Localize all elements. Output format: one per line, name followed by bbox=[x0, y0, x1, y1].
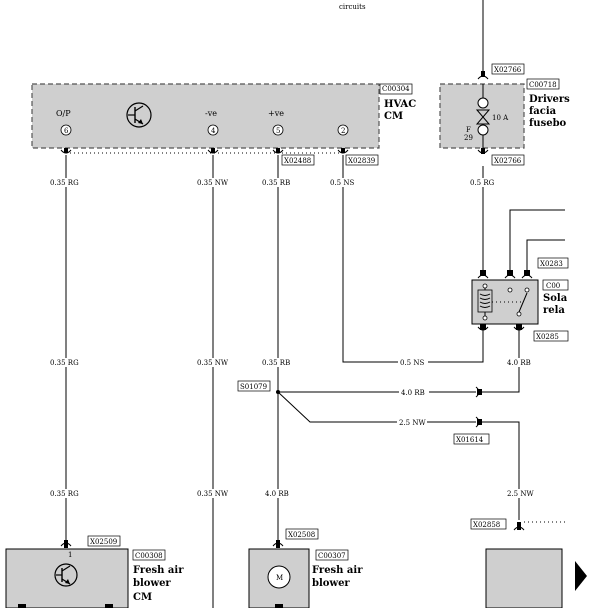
wire-label-rg-top: 0.35 RG bbox=[50, 179, 79, 187]
hvac-connector-pins bbox=[60, 148, 349, 154]
hvac-module-code: C00304 bbox=[382, 85, 410, 93]
ground-connector-label: X01614 bbox=[456, 436, 484, 444]
relay-name-2: rela bbox=[543, 305, 565, 316]
fresh-air-cm-pin: 1 bbox=[68, 551, 72, 559]
fusebox-code: C00718 bbox=[529, 81, 557, 89]
fusebox-name-1: Drivers bbox=[529, 94, 570, 105]
fresh-air-blower-motor: X02508 M C00307 Fresh air blower bbox=[248, 528, 363, 608]
hvac-pin-4: 4 bbox=[211, 127, 216, 135]
relay-name-1: Sola bbox=[543, 293, 568, 304]
transistor-icon bbox=[126, 102, 152, 128]
motor-symbol: M bbox=[276, 574, 283, 582]
fuse-icon bbox=[475, 84, 491, 148]
fresh-air-cm-name-1: Fresh air bbox=[133, 565, 184, 576]
relay-coil-icon bbox=[477, 283, 493, 321]
fuse-rating: 10 A bbox=[492, 114, 509, 122]
hvac-pin-5: 5 bbox=[276, 127, 280, 135]
hvac-pin-2: 2 bbox=[341, 127, 345, 135]
inline-connectors bbox=[475, 386, 482, 428]
fusebox-bottom-connector: X02766 bbox=[494, 157, 522, 165]
transistor-icon bbox=[54, 563, 78, 587]
fresh-air-cm-name-3: CM bbox=[133, 592, 152, 603]
hvac-pin-label-neg: -ve bbox=[205, 109, 217, 118]
header-text: circuits bbox=[339, 3, 366, 11]
wire-label-ns-top: 0.5 NS bbox=[330, 179, 354, 187]
hvac-pin-6: 6 bbox=[64, 127, 69, 135]
wire-label-nw-top: 0.35 NW bbox=[197, 179, 229, 187]
wire-label-fuse-out: 0.5 RG bbox=[470, 179, 495, 187]
motor-icon bbox=[267, 565, 291, 589]
next-arrow-icon[interactable] bbox=[575, 561, 587, 591]
wire-label-rb-top: 0.35 RB bbox=[262, 179, 290, 187]
wire-label-rb-mid: 0.35 RB bbox=[262, 359, 290, 367]
fresh-air-motor-code: C00307 bbox=[318, 552, 346, 560]
wire-label-rg-low: 0.35 RG bbox=[50, 490, 79, 498]
fresh-air-motor-name-2: blower bbox=[312, 578, 350, 589]
connector-x02839: X02839 bbox=[348, 157, 375, 165]
wire-label-ns-horiz: 0.5 NS bbox=[400, 359, 424, 367]
splice-label: S01079 bbox=[240, 383, 267, 391]
wire-label-rg-mid: 0.35 RG bbox=[50, 359, 79, 367]
fusebox-name-3: fusebo bbox=[529, 118, 567, 129]
fresh-air-motor-name-1: Fresh air bbox=[312, 565, 363, 576]
wire-label-nw-horiz: 2.5 NW bbox=[399, 419, 426, 427]
wire-label-nw-low: 0.35 NW bbox=[197, 490, 229, 498]
relay-bottom-connector: X0285 bbox=[536, 333, 559, 341]
fresh-air-motor-connector: X02508 bbox=[288, 531, 315, 539]
fuse-id-1: F bbox=[466, 126, 471, 134]
wire-labels: 0.35 RG 0.35 NW 0.35 RB 0.5 NS 0.5 RG 0.… bbox=[48, 178, 535, 498]
splice-node bbox=[276, 390, 280, 394]
wire-label-nw-right-low: 2.5 NW bbox=[507, 490, 534, 498]
relay: X0283 C00 Sola rela X0285 bbox=[471, 257, 569, 342]
relay-switch-icon bbox=[492, 287, 530, 317]
hvac-module-name-2: CM bbox=[384, 111, 403, 122]
fresh-air-cm-name-2: blower bbox=[133, 578, 171, 589]
fresh-air-blower-cm: X02509 1 C00308 Fresh air blower CM bbox=[5, 535, 184, 608]
fusebox-name-2: facia bbox=[529, 106, 557, 117]
fresh-air-cm-connector: X02509 bbox=[90, 538, 117, 546]
relay-code: C00 bbox=[546, 282, 560, 290]
hvac-module-name-1: HVAC bbox=[384, 99, 416, 110]
right-connector-label: X02858 bbox=[473, 521, 500, 529]
wire-label-nw-mid: 0.35 NW bbox=[197, 359, 229, 367]
fresh-air-cm-code: C00308 bbox=[135, 552, 163, 560]
hvac-pin-label-op: O/P bbox=[56, 109, 71, 118]
relay-top-connector: X0283 bbox=[540, 260, 563, 268]
connector-x02488: X02488 bbox=[284, 157, 311, 165]
right-lower-component: X02858 bbox=[470, 518, 565, 608]
drivers-facia-fusebox: X02766 C00718 Drivers facia fusebo 10 A … bbox=[439, 0, 570, 166]
hvac-control-module: C00304 HVAC CM O/P 6 -ve 4 +ve 5 2 bbox=[31, 83, 416, 149]
wire-label-relay-out: 4.0 RB bbox=[507, 359, 531, 367]
wire-label-rb-low: 4.0 RB bbox=[265, 490, 289, 498]
fusebox-top-connector: X02766 bbox=[494, 66, 522, 74]
fuse-id-2: 29 bbox=[464, 134, 473, 142]
wire-label-rb-horiz: 4.0 RB bbox=[401, 389, 425, 397]
hvac-pin-label-pos: +ve bbox=[268, 109, 284, 118]
